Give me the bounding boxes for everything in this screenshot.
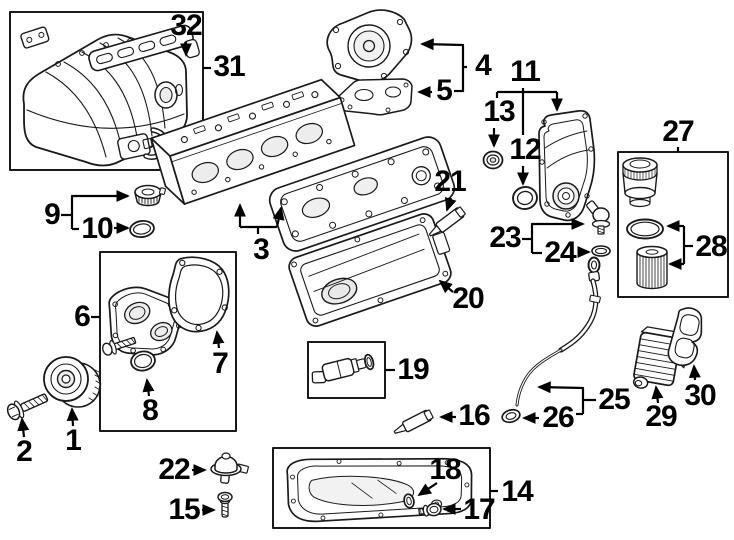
filter-element-drawing: [636, 245, 668, 290]
callout-10[interactable]: 10: [81, 212, 113, 245]
pulley-bolt-drawing: [6, 393, 49, 421]
crank-pulley-drawing: [43, 356, 102, 408]
callout-15[interactable]: 15: [168, 493, 200, 526]
callout-29[interactable]: 29: [645, 400, 677, 433]
sealant-tube-drawing: [428, 206, 466, 237]
callout-4[interactable]: 4: [475, 49, 492, 82]
callout-6[interactable]: 6: [74, 300, 91, 333]
callout-14[interactable]: 14: [501, 475, 533, 508]
callout-16[interactable]: 16: [458, 399, 490, 432]
callout-19[interactable]: 19: [397, 353, 429, 386]
timing-cover-gasket-drawing: [167, 256, 230, 333]
callout-1[interactable]: 1: [65, 424, 82, 457]
drain-plug-seal-drawing: [403, 493, 415, 509]
callout-27[interactable]: 27: [662, 115, 694, 148]
leader-21: [445, 196, 457, 212]
sealing-cap-drawing: [482, 150, 504, 170]
part-box-14: [272, 447, 491, 529]
upper-oil-pan-drawing: [288, 213, 452, 327]
callout-23[interactable]: 23: [489, 221, 521, 254]
oil-level-sensor-drawing: [311, 353, 375, 384]
crank-seal-drawing: [130, 350, 156, 372]
callout-30[interactable]: 30: [684, 379, 716, 412]
manifold-bracket: [20, 26, 50, 49]
callout-9[interactable]: 9: [44, 198, 61, 231]
leader-25: [537, 381, 596, 416]
oil-separator-drawing: [326, 9, 413, 83]
part-box-31: [9, 11, 204, 171]
leader-11: [495, 88, 564, 135]
callout-25[interactable]: 25: [598, 383, 630, 416]
filler-cap-seal-drawing: [129, 220, 155, 238]
drain-plug-drawing: [418, 502, 442, 517]
callout-31[interactable]: 31: [213, 50, 245, 83]
valve-seal-drawing: [591, 245, 611, 257]
filter-oring-drawing: [626, 218, 664, 240]
cylinder-head-drawing: [150, 78, 356, 205]
callout-28[interactable]: 28: [695, 230, 727, 263]
front-timing-cover-drawing: [108, 286, 183, 356]
part-box-27: [617, 151, 729, 298]
leader-18: [417, 482, 438, 497]
callout-13[interactable]: 13: [483, 95, 515, 128]
oil-cooler-gasket-drawing: [667, 307, 703, 367]
callout-32[interactable]: 32: [170, 9, 202, 42]
leader-3: [233, 203, 285, 234]
leader-4: [420, 38, 467, 92]
callout-26[interactable]: 26: [542, 401, 574, 434]
callout-2[interactable]: 2: [16, 435, 33, 468]
pressure-sensor-drawing: [210, 452, 249, 484]
oil-filter-housing-cap-drawing: [622, 157, 658, 208]
leader-28: [666, 219, 693, 271]
leader-29: [651, 385, 664, 404]
dipstick-tube-seal-drawing: [501, 408, 521, 424]
leader-23: [522, 217, 585, 255]
oil-pressure-valve-drawing: [586, 200, 611, 235]
callout-7[interactable]: 7: [212, 347, 229, 380]
leader-2: [17, 417, 30, 438]
callout-18[interactable]: 18: [429, 453, 461, 486]
manifold-flap-actuator: [117, 133, 153, 160]
oil-separator-gasket-drawing: [337, 78, 413, 116]
upper-timing-cover-drawing: [538, 109, 596, 222]
callout-8[interactable]: 8: [142, 394, 159, 427]
callout-5[interactable]: 5: [436, 74, 453, 107]
callout-21[interactable]: 21: [434, 165, 466, 198]
leader-30: [688, 364, 701, 381]
callout-11[interactable]: 11: [510, 55, 541, 88]
sealant-tube-drawing: [393, 409, 434, 434]
leader-8: [142, 378, 155, 397]
callout-24[interactable]: 24: [544, 236, 576, 269]
cover-bolt-drawing: [101, 336, 137, 356]
callout-3[interactable]: 3: [253, 233, 270, 266]
leader-5: [417, 85, 463, 99]
small-bolt-drawing: [217, 491, 233, 518]
callout-12[interactable]: 12: [509, 133, 541, 166]
callout-17[interactable]: 17: [463, 493, 495, 526]
callout-22[interactable]: 22: [158, 453, 190, 486]
leader-7: [212, 330, 225, 349]
leader-9: [61, 189, 130, 231]
dipstick-drawing: [515, 256, 601, 407]
leader-lines: [17, 38, 701, 517]
leader-20: [438, 279, 454, 294]
leader-1: [66, 407, 79, 427]
callout-20[interactable]: 20: [452, 282, 484, 315]
camshaft-seal-drawing: [512, 186, 538, 210]
part-box-6: [99, 251, 237, 432]
oil-filler-cap-drawing: [134, 184, 166, 207]
